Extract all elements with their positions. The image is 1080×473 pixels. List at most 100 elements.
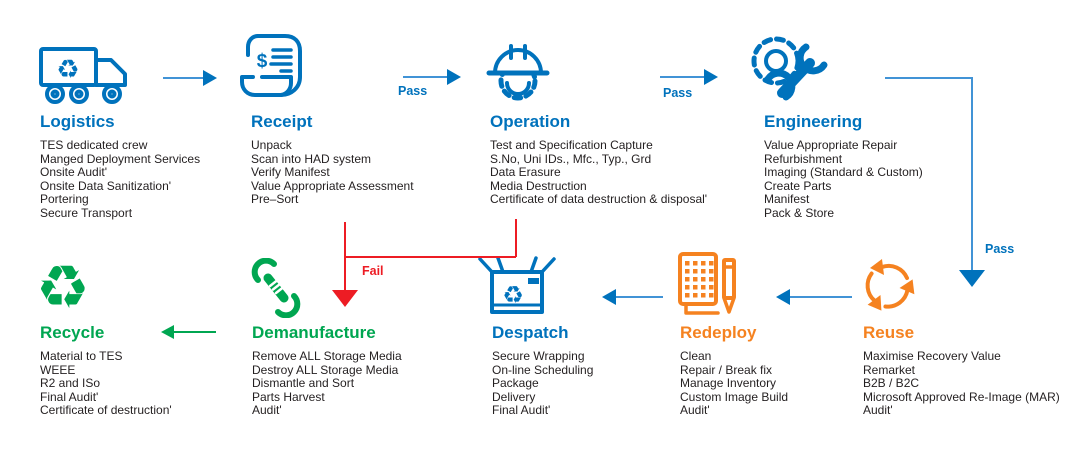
list-item: Microsoft Approved Re-Image (MAR) xyxy=(863,389,1060,404)
arrow-demanufacture-to-recycle xyxy=(174,331,216,333)
svg-text:♻: ♻ xyxy=(56,55,79,85)
fail-line-horizontal xyxy=(344,256,516,258)
arrowhead-right-icon xyxy=(704,69,718,85)
list-item: Value Appropriate Assessment xyxy=(251,178,414,193)
arrow-operation-to-engineering xyxy=(660,76,706,78)
pass-label: Pass xyxy=(663,86,693,100)
list-item: Manifest xyxy=(764,192,810,206)
list-item: Audit' xyxy=(252,403,282,417)
circular-arrows-icon xyxy=(856,254,920,318)
list-item: Manage Inventory xyxy=(680,376,777,390)
list-item: Delivery xyxy=(492,389,536,404)
list-item: Scan into HAD system xyxy=(251,151,372,166)
pass-label: Pass xyxy=(398,84,428,98)
open-box-icon: ♻ xyxy=(474,256,560,318)
fail-line-from-operation xyxy=(515,219,517,257)
truck-icon: ♻ xyxy=(38,39,134,107)
list-item: Pack & Store xyxy=(764,205,835,220)
arrow-redeploy-to-despatch xyxy=(615,296,663,298)
list-item: Dismantle and Sort xyxy=(252,376,355,390)
list-item: Pre–Sort xyxy=(251,192,299,206)
list-item: Value Appropriate Repair xyxy=(764,138,898,152)
list-item: Maximise Recovery Value xyxy=(863,349,1001,363)
list-item: Final Audit' xyxy=(40,389,99,404)
list-item: Audit' xyxy=(863,403,893,417)
list-item: Parts Harvest xyxy=(252,389,325,404)
list-item: Media Destruction xyxy=(490,178,587,193)
arrowhead-left-icon xyxy=(602,289,616,305)
list-item: Secure Transport xyxy=(40,205,133,220)
arrow-receipt-to-operation xyxy=(403,76,449,78)
arrowhead-down-icon xyxy=(332,290,358,307)
list-item: Portering xyxy=(40,192,89,206)
list-item: Onsite Data Sanitization' xyxy=(40,178,172,193)
list-item: Data Erasure xyxy=(490,165,561,179)
svg-text:$: $ xyxy=(257,51,268,72)
stage-title: Despatch xyxy=(492,323,569,342)
gear-wrench-icon xyxy=(748,29,836,107)
pass-label: Pass xyxy=(985,242,1015,256)
list-item: Secure Wrapping xyxy=(492,349,585,363)
list-item: Custom Image Build xyxy=(680,389,789,404)
arrowhead-down-icon xyxy=(959,270,985,287)
list-item: Package xyxy=(492,376,539,390)
arrow-engineering-to-reuse-vertical xyxy=(971,77,973,271)
list-item: Audit' xyxy=(680,403,710,417)
list-item: Clean xyxy=(680,349,712,363)
list-item: Manged Deployment Services xyxy=(40,151,201,166)
list-item: S.No, Uni IDs., Mfc., Typ., Grd xyxy=(490,151,652,166)
list-item: Destroy ALL Storage Media xyxy=(252,362,399,377)
stage-title: Receipt xyxy=(251,112,313,131)
list-item: TES dedicated crew xyxy=(40,138,148,152)
list-item: Onsite Audit' xyxy=(40,165,107,179)
stage-title: Recycle xyxy=(40,323,105,342)
arrowhead-right-icon xyxy=(447,69,461,85)
arrowhead-right-icon xyxy=(203,70,217,86)
list-item: R2 and ISo xyxy=(40,376,101,390)
arrow-engineering-to-reuse-horizontal xyxy=(885,77,973,79)
stage-operation: Operation Test and Specification Capture… xyxy=(486,44,708,207)
receipt-scroll-icon: $ xyxy=(238,33,308,107)
stage-title: Demanufacture xyxy=(252,323,376,342)
hardhat-gear-icon xyxy=(483,31,553,107)
stage-title: Redeploy xyxy=(680,323,757,342)
svg-text:♻: ♻ xyxy=(502,281,524,309)
arrowhead-left-icon xyxy=(161,325,174,339)
list-item: On-line Scheduling xyxy=(492,362,594,377)
list-item: Repair / Break fix xyxy=(680,362,773,377)
list-item: WEEE xyxy=(40,362,76,377)
hand-wrench-icon xyxy=(248,258,304,318)
recycle-symbol-icon: ♻ xyxy=(36,253,90,323)
list-item: Create Parts xyxy=(764,178,832,193)
list-item: Unpack xyxy=(251,138,292,152)
stage-title: Engineering xyxy=(764,112,863,131)
list-item: Test and Specification Capture xyxy=(490,138,653,152)
list-item: B2B / B2C xyxy=(863,376,920,390)
list-item: Verify Manifest xyxy=(251,165,330,179)
list-item: Imaging (Standard & Custom) xyxy=(764,165,923,179)
arrow-logistics-to-receipt xyxy=(163,77,205,79)
stage-title: Reuse xyxy=(863,323,915,342)
list-item: Certificate of data destruction & dispos… xyxy=(490,192,708,206)
arrowhead-left-icon xyxy=(776,289,790,305)
list-item: Certificate of destruction' xyxy=(40,403,172,417)
calculator-pencil-icon xyxy=(676,252,740,318)
fail-label: Fail xyxy=(362,264,384,278)
stage-title: Logistics xyxy=(40,112,115,131)
